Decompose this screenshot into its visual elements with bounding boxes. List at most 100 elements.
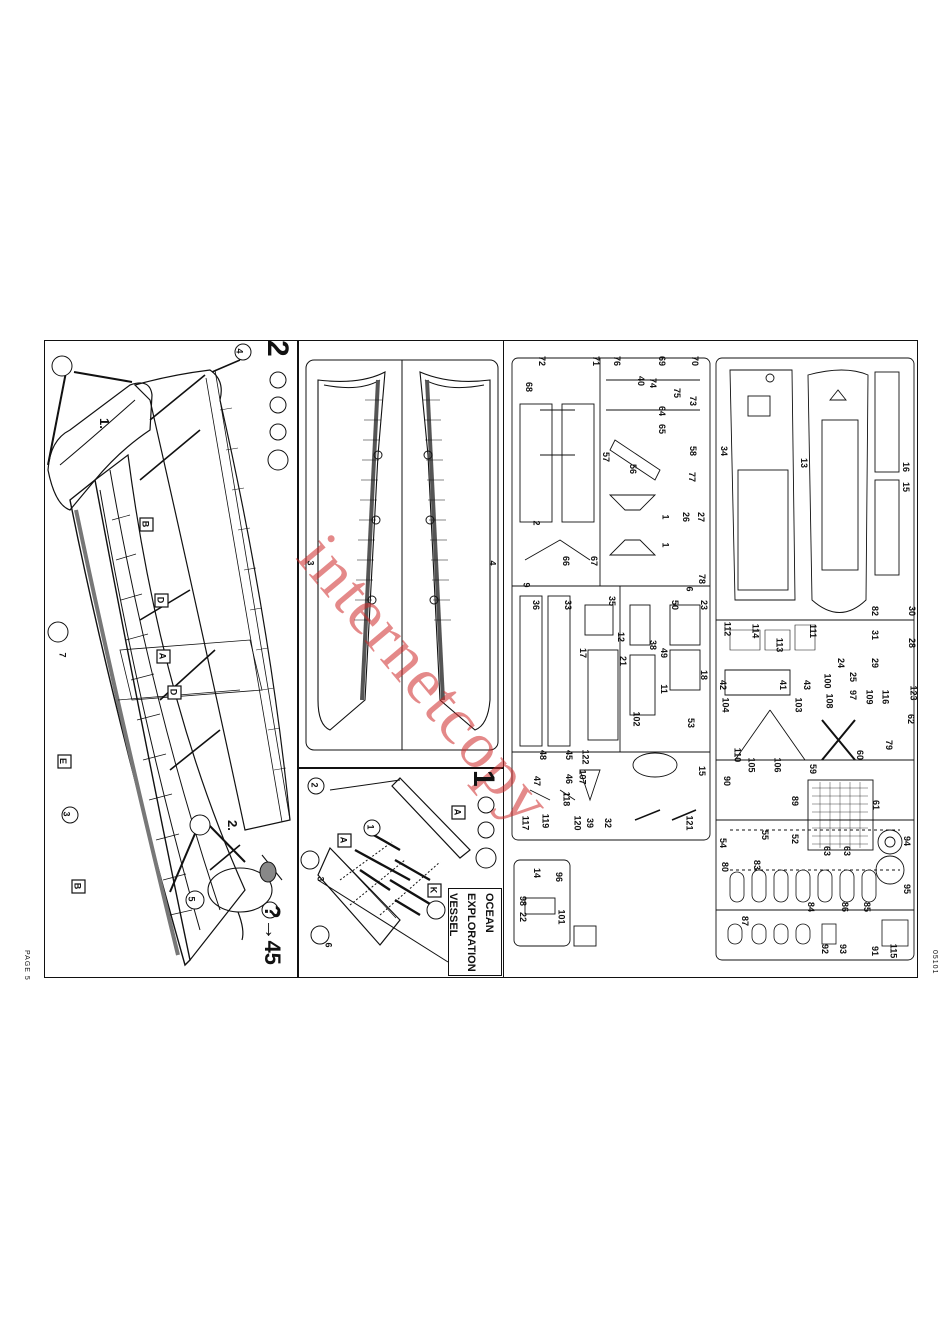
sprue-part-label: 59 bbox=[808, 763, 819, 775]
sprue-part-label: 56 bbox=[628, 463, 639, 475]
sprue-part-label: 69 bbox=[657, 355, 668, 367]
sprue-part-label: 87 bbox=[740, 915, 751, 927]
step2-sub2: 2. bbox=[225, 820, 240, 831]
sprue-part-label: 118 bbox=[561, 791, 572, 807]
hull-sprue-label: 3 bbox=[305, 560, 316, 566]
step1-panel bbox=[298, 768, 504, 978]
hull-sprue-label: 4 bbox=[487, 560, 498, 566]
sprue-part-label: 68 bbox=[524, 381, 535, 393]
sprue-part-label: 78 bbox=[697, 573, 708, 585]
sprue-part-label: 110 bbox=[732, 747, 743, 763]
sprue-part-label: 101 bbox=[556, 909, 567, 925]
catalog-code: 05101 bbox=[931, 950, 938, 975]
part-number: 2 bbox=[309, 782, 320, 788]
sprue-part-label: 27 bbox=[696, 511, 707, 523]
sprue-part-label: 109 bbox=[864, 689, 875, 705]
sprue-part-label: 77 bbox=[687, 471, 698, 483]
sprue-part-label: 14 bbox=[532, 867, 543, 879]
sprue-part-label: 114 bbox=[750, 623, 761, 639]
sprue-part-label: 112 bbox=[722, 621, 733, 637]
sprue-part-label: 115 bbox=[888, 943, 899, 959]
sprue-part-label: 93 bbox=[838, 943, 849, 955]
sprue-part-label: 75 bbox=[672, 387, 683, 399]
step2-hull-drawing bbox=[47, 343, 291, 967]
sprue-part-label: 54 bbox=[718, 837, 729, 849]
sprue-part-label: 63 bbox=[842, 845, 853, 857]
letter-tag: D bbox=[168, 688, 179, 696]
sprue-part-label: 36 bbox=[531, 599, 542, 611]
part-number: 5 bbox=[186, 896, 197, 902]
sprue-part-label: 53 bbox=[686, 717, 697, 729]
sprue-part-label: 17 bbox=[578, 647, 589, 659]
sprue-part-label: 13 bbox=[799, 457, 810, 469]
sprue-part-label: 6 bbox=[684, 586, 695, 592]
letter-tag: K bbox=[428, 886, 439, 894]
sprue-part-label: 111 bbox=[808, 623, 819, 639]
sprue-part-label: 95 bbox=[902, 883, 913, 895]
sprue-part-label: 23 bbox=[699, 599, 710, 611]
sprue-part-label: 49 bbox=[659, 647, 670, 659]
sprue-part-label: 45 bbox=[564, 749, 575, 761]
part-number: 6 bbox=[323, 942, 334, 948]
sprue-part-label: 12 bbox=[616, 631, 627, 643]
step2-panel bbox=[44, 340, 298, 978]
sprue-part-label: 46 bbox=[564, 773, 575, 785]
sprue-part-label: 22 bbox=[518, 911, 529, 923]
sprue-part-label: 92 bbox=[820, 943, 831, 955]
sprue-part-label: 1 bbox=[660, 514, 671, 520]
sprue-part-label: 71 bbox=[591, 355, 602, 367]
sprue-part-label: 98 bbox=[518, 895, 529, 907]
step1-drawing bbox=[300, 777, 497, 963]
title-line: VESSEL bbox=[447, 893, 459, 937]
sprue-part-label: 82 bbox=[870, 605, 881, 617]
sprue-part-label: 62 bbox=[906, 713, 917, 725]
sprue-part-label: 9 bbox=[521, 582, 532, 588]
sprue-part-label: 58 bbox=[688, 445, 699, 457]
sprue-part-label: 18 bbox=[699, 669, 710, 681]
sprue-part-label: 32 bbox=[603, 817, 614, 829]
sprue-part-label: 119 bbox=[540, 813, 551, 829]
sprue-part-label: 1 bbox=[660, 542, 671, 548]
sprue-part-label: 30 bbox=[907, 605, 918, 617]
sprue-part-label: 89 bbox=[790, 795, 801, 807]
sprue-part-label: 15 bbox=[901, 481, 912, 493]
part-number: 3 bbox=[61, 811, 72, 817]
sprue-part-label: 79 bbox=[884, 739, 895, 751]
sprue-part-label: 26 bbox=[681, 511, 692, 523]
sprue-part-label: 50 bbox=[670, 599, 681, 611]
title-line: EXPLORATION bbox=[465, 893, 477, 972]
letter-tag: A bbox=[157, 652, 168, 660]
letter-tag: A bbox=[338, 836, 349, 844]
part-number: 1 bbox=[365, 824, 376, 830]
step2-sub1: 1. bbox=[97, 418, 112, 429]
sprue-part-label: 33 bbox=[563, 599, 574, 611]
step2-arrow-ref: ?→45 bbox=[260, 905, 285, 965]
sprue-part-label: 84 bbox=[806, 901, 817, 913]
sprue-part-label: 105 bbox=[746, 757, 757, 773]
letter-tag: B bbox=[140, 520, 151, 528]
sprue-part-label: 80 bbox=[720, 861, 731, 873]
part-number: 3 bbox=[315, 876, 326, 882]
sprue-part-label: 24 bbox=[836, 657, 847, 669]
sprue-part-label: 73 bbox=[688, 395, 699, 407]
sprue-part-label: 97 bbox=[848, 689, 859, 701]
sprue-part-label: 55 bbox=[760, 829, 771, 841]
sprue-part-label: 113 bbox=[774, 637, 785, 653]
sprue-part-label: 34 bbox=[719, 445, 730, 457]
sprue-part-label: 102 bbox=[631, 711, 642, 727]
sprue-part-label: 108 bbox=[824, 693, 835, 709]
sprue-part-label: 15 bbox=[697, 765, 708, 777]
sprue-part-label: 86 bbox=[840, 901, 851, 913]
sprue-part-label: 96 bbox=[554, 871, 565, 883]
sprue-part-label: 57 bbox=[601, 451, 612, 463]
sprue-part-label: 38 bbox=[648, 639, 659, 651]
sprue-part-label: 70 bbox=[690, 355, 701, 367]
sprue-part-label: 63 bbox=[822, 845, 833, 857]
letter-tag: A bbox=[452, 808, 463, 816]
page-label: PAGE 5 bbox=[23, 950, 30, 981]
step2-number: 2 bbox=[261, 340, 294, 357]
sprue-part-label: 107 bbox=[577, 769, 588, 785]
sprue-part-label: 64 bbox=[657, 405, 668, 417]
sprue-part-label: 116 bbox=[880, 689, 891, 705]
